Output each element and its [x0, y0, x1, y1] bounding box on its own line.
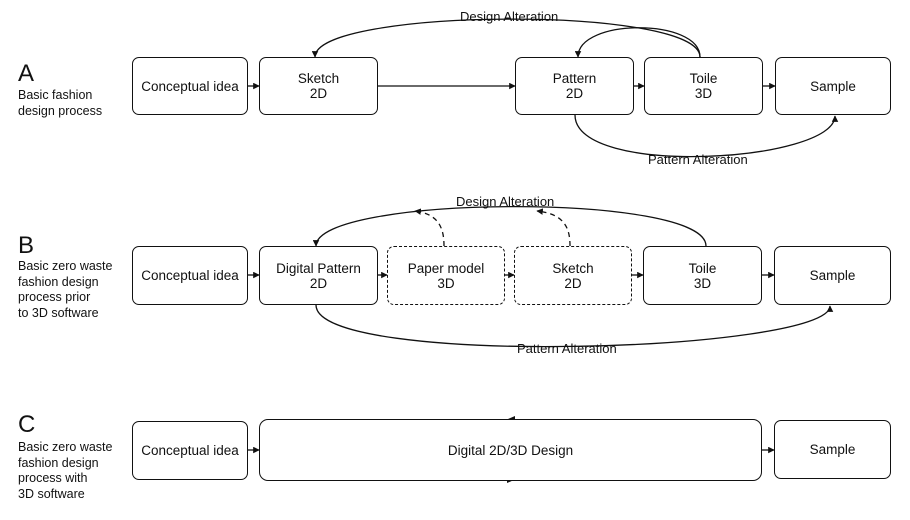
a-inner-loop [574, 27, 701, 58]
c-node-digital-design: Digital 2D/3D Design [259, 419, 762, 481]
a-node-pattern: Pattern 2D [515, 57, 634, 115]
section-b-description: Basic zero waste fashion design process … [18, 259, 113, 320]
section-a-description: Basic fashion design process [18, 88, 103, 118]
b-design-alteration-loop [312, 206, 707, 247]
a-node-sketch: Sketch 2D [259, 57, 378, 115]
b-paper-dashed-loop [414, 208, 445, 247]
b-node-digital-pattern: Digital Pattern 2D [259, 246, 378, 305]
section-b-letter: B [18, 232, 35, 259]
b-pattern-alteration-loop [315, 304, 834, 348]
b-pattern-alteration-label: Pattern Alteration [517, 341, 617, 356]
c-node-sample: Sample [774, 420, 891, 479]
a-node-sample: Sample [775, 57, 891, 115]
a-design-alteration-loop [311, 18, 701, 58]
a-pattern-alteration-loop [574, 114, 839, 158]
a-pattern-alteration-label: Pattern Alteration [648, 152, 748, 167]
section-a-letter: A [18, 60, 35, 87]
b-node-sample: Sample [774, 246, 891, 305]
a-node-toile: Toile 3D [644, 57, 763, 115]
b-sketch-dashed-loop [536, 208, 571, 247]
a-design-alteration-label: Design Alteration [460, 9, 559, 24]
c-node-conceptual-idea: Conceptual idea [132, 421, 248, 480]
b-node-paper-model: Paper model 3D [387, 246, 505, 305]
a-node-conceptual-idea: Conceptual idea [132, 57, 248, 115]
section-c-description: Basic zero waste fashion design process … [18, 440, 113, 501]
b-node-conceptual-idea: Conceptual idea [132, 246, 248, 305]
b-design-alteration-label: Design Alteration [456, 194, 555, 209]
section-c-letter: C [18, 411, 36, 438]
b-node-toile: Toile 3D [643, 246, 762, 305]
b-node-sketch: Sketch 2D [514, 246, 632, 305]
